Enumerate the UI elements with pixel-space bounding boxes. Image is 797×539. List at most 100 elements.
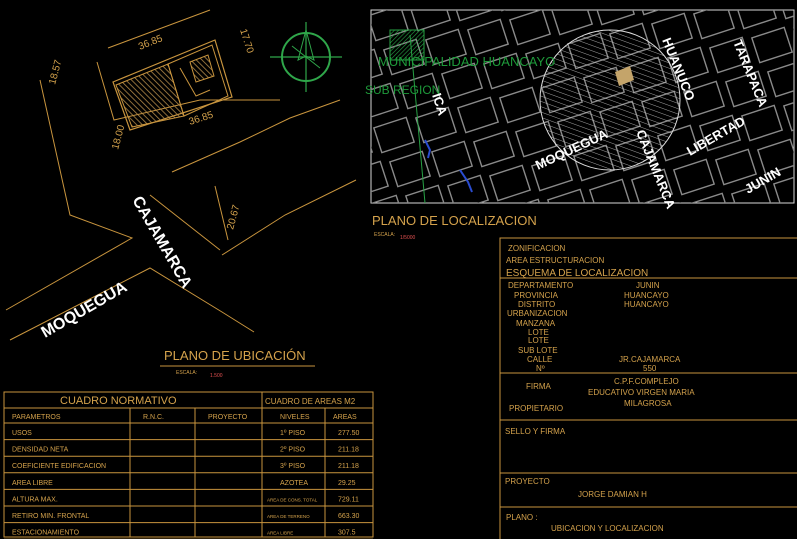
city-block [440,62,484,100]
city-block [782,94,794,132]
table-row-param: AREA LIBRE [12,480,53,487]
proyecto-label: PROYECTO [505,477,550,486]
table-row-area: 277.50 [338,430,360,437]
dim-street: 20.67 [225,203,242,230]
localizacion-scale-label: ESCALA: [374,232,395,238]
ubicacion-title: PLANO DE UBICACIÓN [164,348,306,363]
table-row-nivel: AREA DE CONS. TOTAL [267,497,318,502]
street-label-cajamarca: CAJAMARCA [129,194,195,292]
label-municipalidad: MUNICIPALIDAD HUANCAYO [378,54,555,69]
city-block [404,184,448,203]
lote-label: LOTE [528,328,549,337]
city-block [714,148,758,186]
city-block [682,80,726,118]
city-block [650,12,694,50]
label-tarapaca: TARAPACA [730,38,771,110]
esquema-title: ESQUEMA DE LOCALIZACION [506,268,648,279]
distrito-label: DISTRITO [518,300,555,309]
lote-label-2: LOTE [528,336,549,345]
table-row-nivel: AREA DE TERRENO [267,514,310,519]
table-row-nivel: 3º PISO [280,463,306,470]
sello-label: SELLO Y FIRMA [505,427,566,436]
city-block [678,0,718,5]
city-block [338,239,378,274]
table-row-nivel: AREA LIBRE [267,531,293,536]
city-block [656,124,700,162]
table-row-area: 29.25 [338,480,356,487]
calle-label: CALLE [527,355,552,364]
plano-value: UBICACION Y LOCALIZACION [551,524,664,533]
city-block [371,160,390,198]
proyecto-value: JORGE DAMIAN H [578,490,647,499]
ubicacion-scale-value: 1.500 [210,373,223,379]
city-block [466,18,510,56]
owner-line-1: C.P.F.COMPLEJO [614,377,679,386]
table-row-area: 211.18 [338,463,359,470]
city-block [371,194,406,203]
city-block [606,213,646,248]
city-block [530,154,574,192]
city-block [772,172,794,203]
dim-left-top: 18.57 [47,58,64,85]
city-block [310,0,350,17]
city-block [730,182,774,203]
city-block [592,10,636,26]
street-edge [221,179,357,256]
city-block [352,0,392,7]
label-sub-region: SUB REGION [365,83,440,97]
label-ica: ICA [429,91,450,118]
city-block [322,205,362,240]
city-block [634,10,678,16]
city-block [438,253,478,288]
city-block [408,10,452,32]
city-block [372,116,416,154]
city-block [482,52,526,90]
cuadro-normativo: CUADRO NORMATIVO CUADRO DE AREAS M2 PARA… [3,391,374,539]
city-block [326,15,366,50]
header-areas: AREAS [333,414,357,421]
city-block [692,10,736,40]
building-detail [179,67,211,97]
table-row-param: COEFICIENTE EDIFICACION [12,463,106,470]
header-parametros: PARAMETROS [12,414,61,421]
areas-title: CUADRO DE AREAS M2 [265,397,356,406]
dim-line [107,9,211,49]
city-block [698,114,742,152]
city-block [734,10,778,30]
firma-label: FIRMA [526,382,552,391]
city-block [371,48,384,86]
city-block [371,126,374,164]
table-row-area: 211.18 [338,447,359,454]
city-block [588,178,632,203]
dim-right: 17.70 [237,28,255,56]
table-row-area: 663.30 [338,513,360,520]
city-block [371,82,400,120]
table-row-param: DENSIDAD NETA [12,447,69,454]
table-row-param: RETIRO MIN. FRONTAL [12,513,89,520]
city-block [354,273,394,308]
city-block [630,168,674,203]
building-hatch [189,54,215,83]
city-block [766,60,794,98]
city-block [430,140,474,178]
city-block [396,263,436,298]
table-row-area: 307.5 [338,530,356,537]
street-label-moquegua: MOQUEGUA [39,279,131,342]
city-block [536,0,576,1]
city-block [740,104,784,142]
table-row-param: USOS [12,430,32,437]
zonificacion: ZONIFICACION [508,244,566,253]
owner-line-3: MILAGROSA [624,399,672,408]
plano-label: PLANO : [506,513,538,522]
localizacion-title: PLANO DE LOCALIZACION [372,213,537,228]
rotulo: ZONIFICACION AREA ESTRUCTURACION ESQUEMA… [499,237,797,539]
localizacion-scale-value: 1/5000 [400,235,416,241]
city-block [550,10,594,36]
dim-line [214,185,229,241]
city-block [564,223,604,258]
building-outline [167,44,229,117]
city-block [472,130,516,168]
dim-left: 18.00 [110,123,127,150]
river-icon [424,139,432,159]
city-block [316,93,356,128]
